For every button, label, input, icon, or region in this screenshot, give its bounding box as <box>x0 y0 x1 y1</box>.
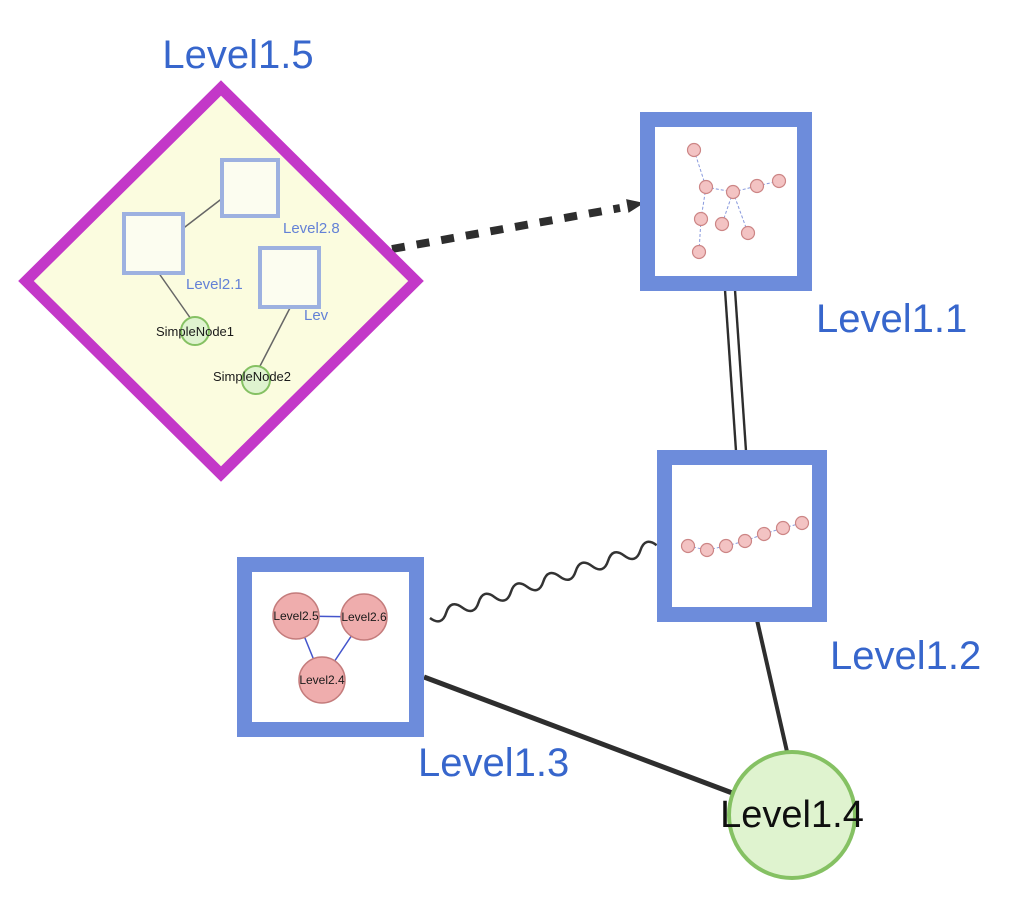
level11-label: Level1.1 <box>816 297 968 341</box>
mini-graph-edge <box>732 191 749 234</box>
level26-label: Level2.6 <box>341 610 387 624</box>
node-simplenode2[interactable] <box>241 365 271 395</box>
mini-graph-node[interactable] <box>749 178 765 194</box>
level15-label: Level1.5 <box>162 33 314 77</box>
mini-graph-node[interactable] <box>718 538 734 554</box>
level13-label: Level1.3 <box>418 741 570 785</box>
node-level26[interactable] <box>340 593 388 641</box>
group-node-level13[interactable] <box>237 557 424 737</box>
edge-level12-level14 <box>755 619 790 757</box>
mini-graph-node[interactable] <box>680 538 696 554</box>
mini-graph-node[interactable] <box>691 244 707 260</box>
level24-label: Level2.4 <box>299 673 345 687</box>
edge-level11-level12 <box>723 289 748 452</box>
group-node-level11[interactable] <box>640 112 812 291</box>
mini-graph-node[interactable] <box>725 184 741 200</box>
mini-graph-node[interactable] <box>756 526 772 542</box>
node-lev[interactable] <box>258 246 321 309</box>
group-node-level15[interactable] <box>18 80 424 482</box>
edge-lev-simplenode2 <box>258 305 292 369</box>
edge-level13-level14 <box>423 674 736 797</box>
node-level21[interactable] <box>122 212 185 275</box>
level12-mini-graph <box>680 515 810 558</box>
mini-graph-node[interactable] <box>714 216 730 232</box>
node-level14[interactable] <box>727 750 857 880</box>
level11-mini-graph <box>686 142 787 260</box>
dashed-edge-line <box>391 204 621 253</box>
arrowhead-icon <box>626 199 644 213</box>
edge-level13-level12-wavy <box>429 540 658 623</box>
mini-graph-node[interactable] <box>693 211 709 227</box>
double-edge-line <box>733 289 748 452</box>
mini-graph-node[interactable] <box>794 515 810 531</box>
mini-graph-node[interactable] <box>740 225 756 241</box>
mini-graph-node[interactable] <box>686 142 702 158</box>
simplenode1-label: SimpleNode1 <box>155 324 235 339</box>
level28-label: Level2.8 <box>283 220 340 237</box>
mini-graph-node[interactable] <box>699 542 715 558</box>
mini-graph-node[interactable] <box>775 520 791 536</box>
mini-graph-edge <box>756 180 780 187</box>
edge-level15-level11 <box>391 199 644 253</box>
double-edge-line <box>723 289 738 452</box>
node-level24[interactable] <box>298 656 346 704</box>
lev-label: Lev <box>304 307 329 324</box>
level25-label: Level2.5 <box>273 609 319 623</box>
node-simplenode1[interactable] <box>180 316 210 346</box>
node-level25[interactable] <box>272 592 320 640</box>
node-level28[interactable] <box>220 158 280 218</box>
simplenode2-label: SimpleNode2 <box>212 369 292 384</box>
edge-level21-level28 <box>180 196 225 231</box>
level14-label: Level1.4 <box>720 794 864 836</box>
level12-label: Level1.2 <box>830 634 982 678</box>
level21-label: Level2.1 <box>186 276 243 293</box>
mini-graph-node[interactable] <box>698 179 714 195</box>
mini-graph-node[interactable] <box>771 173 787 189</box>
edge-level21-simplenode1 <box>157 271 192 320</box>
level13-mini-graph <box>272 592 388 704</box>
mini-graph-node[interactable] <box>737 533 753 549</box>
